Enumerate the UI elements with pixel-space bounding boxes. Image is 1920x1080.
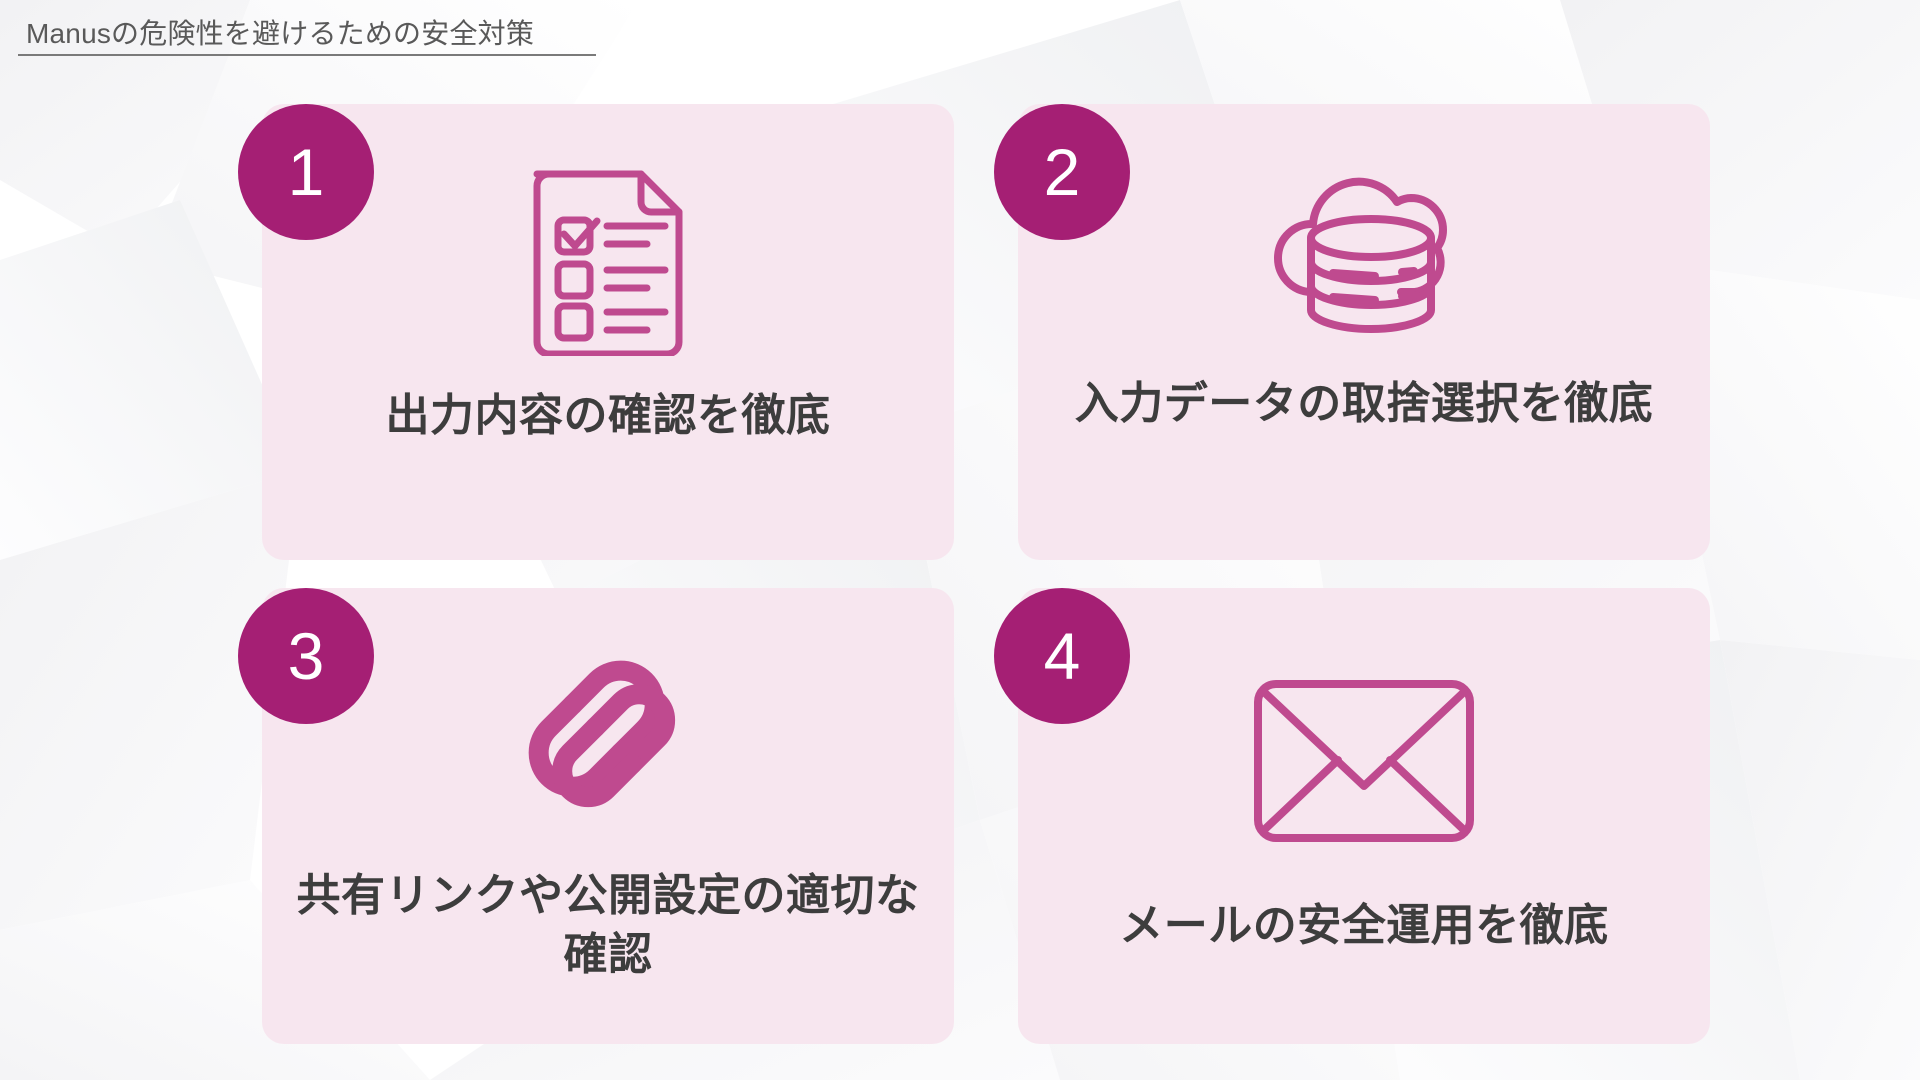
- measure-card-2-label: 入力データの取捨選択を徹底: [1074, 379, 1654, 428]
- card-number-badge-2: 2: [994, 104, 1130, 240]
- card-number-badge-1: 1: [238, 104, 374, 240]
- measure-card-1-label: 出力内容の確認を徹底: [385, 391, 831, 440]
- card-number-3: 3: [287, 619, 325, 693]
- card-number-4: 4: [1043, 619, 1081, 693]
- cloud-database-icon: [1259, 150, 1469, 350]
- measure-card-3-label: 共有リンクや公開設定の適切な確認: [296, 871, 920, 980]
- card-number-1: 1: [287, 135, 325, 209]
- card-number-badge-3: 3: [238, 588, 374, 724]
- envelope-icon: [1252, 666, 1476, 856]
- checklist-document-icon: [523, 156, 693, 360]
- measure-card-4-label: メールの安全運用を徹底: [1119, 901, 1609, 950]
- card-number-2: 2: [1043, 135, 1081, 209]
- chain-link-icon: [510, 634, 706, 846]
- card-number-badge-4: 4: [994, 588, 1130, 724]
